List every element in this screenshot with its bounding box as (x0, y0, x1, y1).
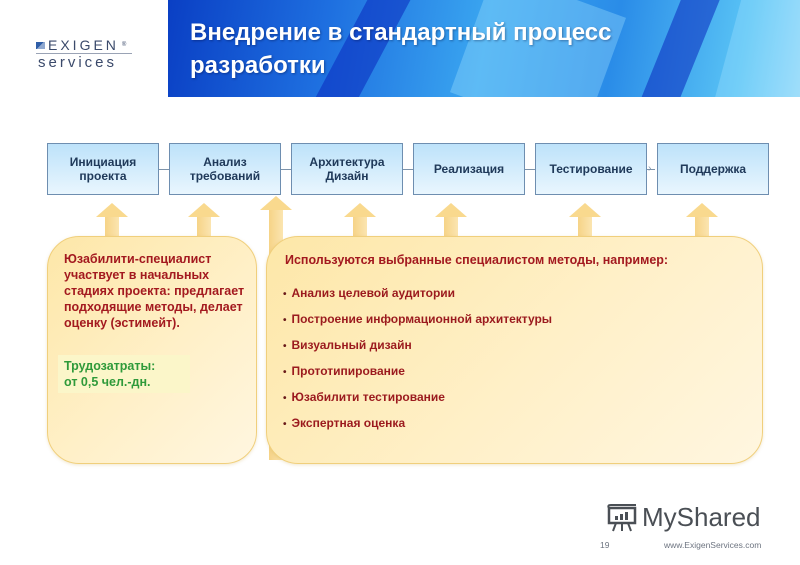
bullet-icon: • (283, 367, 287, 378)
bullet-icon: • (283, 315, 287, 326)
up-arrow-icon (186, 203, 222, 237)
list-item: •Экспертная оценка (283, 416, 406, 430)
process-connector (281, 169, 291, 170)
footer-url-link[interactable]: www.ExigenServices.com (664, 540, 762, 550)
up-arrow-icon (94, 203, 130, 237)
up-arrow-icon (567, 203, 603, 237)
up-arrow-icon (433, 203, 469, 237)
list-item: •Анализ целевой аудитории (283, 286, 456, 300)
up-arrow-icon (342, 203, 378, 237)
process-connector (525, 169, 535, 170)
logo-top-text: EXIGEN (48, 37, 119, 53)
process-step-implementation: Реализация (413, 143, 525, 195)
page-number: 19 (600, 540, 610, 550)
methods-panel: Используются выбранные специалистом мето… (266, 236, 763, 464)
header-banner: Внедрение в стандартный процесс разработ… (168, 0, 800, 97)
logo-divider (36, 53, 132, 54)
presentation-board-icon (607, 503, 637, 531)
list-item: •Визуальный дизайн (283, 338, 412, 352)
connector-arrow-icon: › (648, 163, 652, 174)
bullet-icon: • (283, 289, 287, 300)
process-step-testing: Тестирование (535, 143, 647, 195)
bullet-icon: • (283, 341, 287, 352)
list-item: •Юзабилити тестирование (283, 390, 445, 404)
list-item: •Прототипирование (283, 364, 405, 378)
bullet-icon: • (283, 393, 287, 404)
process-step-support: Поддержка (657, 143, 769, 195)
methods-list: •Анализ целевой аудитории •Построение ин… (283, 281, 552, 437)
myshared-watermark[interactable]: MyShared (606, 502, 761, 533)
logo-bottom-text: services (38, 54, 118, 71)
usability-specialist-panel: Юзабилити-специалист участвует в начальн… (47, 236, 257, 464)
registered-mark: ® (121, 42, 127, 48)
methods-heading: Используются выбранные специалистом мето… (285, 253, 669, 267)
exigen-services-logo: EXIGEN ® services (36, 38, 136, 70)
list-item: •Построение информационной архитектуры (283, 312, 553, 326)
bullet-icon: • (283, 419, 287, 430)
process-connector (647, 169, 655, 170)
myshared-text: MyShared (642, 502, 761, 532)
specialist-description: Юзабилити-специалист участвует в начальн… (64, 252, 245, 330)
logo-mark-icon (36, 41, 45, 49)
effort-estimate: Трудозатраты: от 0,5 чел.-дн. (58, 355, 190, 393)
up-arrow-icon (684, 203, 720, 237)
process-connector (403, 169, 413, 170)
process-connector (159, 169, 169, 170)
page-title: Внедрение в стандартный процесс разработ… (190, 19, 612, 79)
